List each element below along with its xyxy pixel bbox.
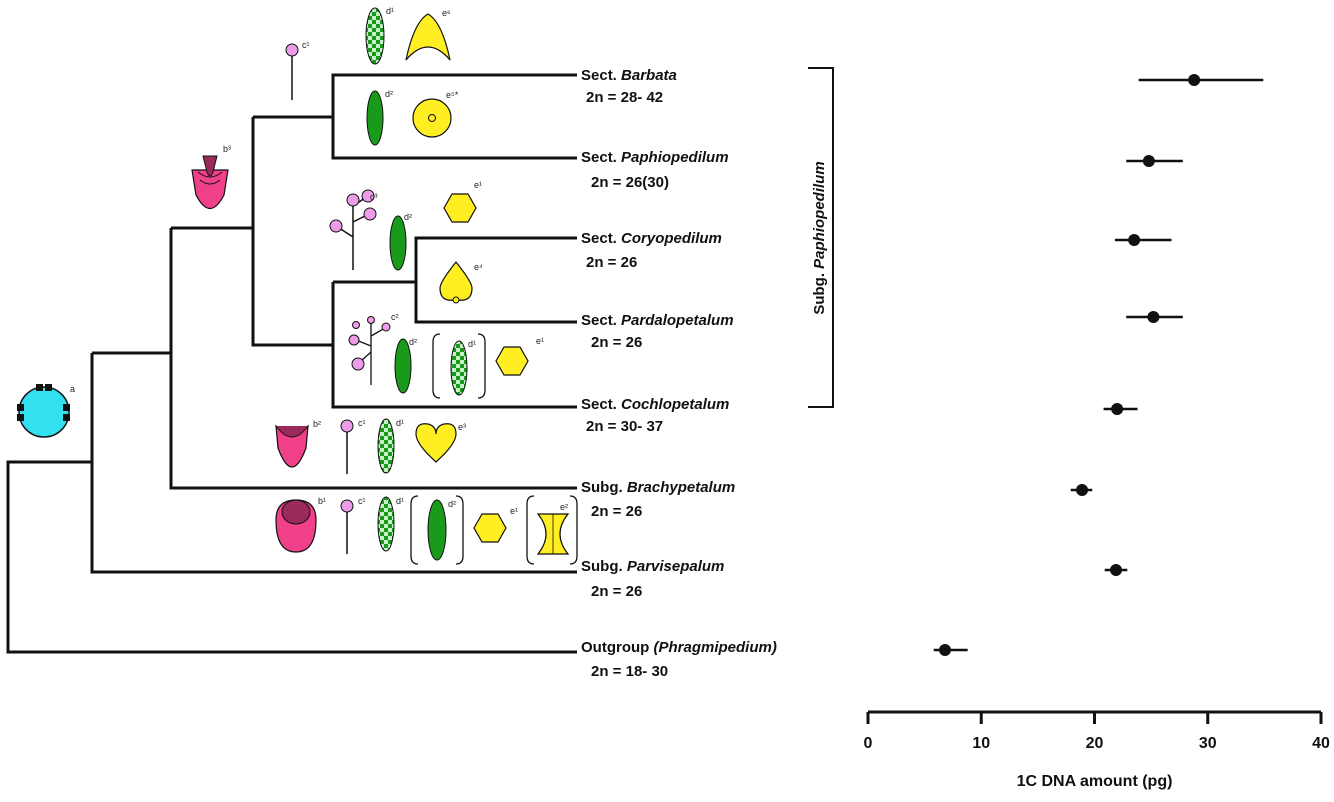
hexagon-e1-icon: e¹ [473, 506, 518, 543]
character-label: b² [313, 419, 321, 429]
chromosome-count: 2n = 28- 42 [586, 89, 663, 106]
character-label: b¹ [318, 496, 326, 506]
branch-parvisepalum [90, 353, 577, 574]
character-label: e² [560, 502, 568, 512]
character-label: a [70, 384, 75, 394]
chromosome-count: 2n = 30- 37 [586, 418, 663, 435]
character-label: c¹ [302, 40, 310, 50]
character-label: e¹ [536, 336, 544, 346]
character-label: c¹ [358, 418, 366, 428]
pouch-b2-icon: b² [275, 419, 321, 468]
leaf-checkered-d1-icon: d¹ [365, 6, 394, 65]
character-label: b³ [223, 144, 231, 154]
taxon-label: Subg. Parvisepalum [581, 558, 724, 575]
taxon-label: Sect. Coryopedilum [581, 230, 722, 247]
taxon-label: Sect. Pardalopetalum [581, 312, 734, 329]
hair-c3-icon: c³ [329, 189, 378, 270]
x-tick-label: 10 [972, 735, 990, 752]
phylogenetic-tree [6, 73, 577, 654]
character-label: e⁵* [446, 90, 459, 100]
chromosome-count: 2n = 26 [586, 254, 637, 271]
leaf-d2-icon: d² [389, 212, 412, 271]
data-point [1076, 484, 1089, 496]
spade-e4-icon: e⁴ [439, 261, 483, 304]
character-label: c¹ [358, 496, 366, 506]
branch-node-6 [331, 282, 577, 409]
taxon-label: Subg. Brachypetalum [581, 479, 735, 496]
taxon-label: Outgroup (Phragmipedium) [581, 639, 777, 656]
circle-e5-icon: e⁵* [412, 90, 459, 138]
branch-brachypetalum [169, 228, 577, 490]
data-point [1111, 403, 1124, 415]
chromosome-count: 2n = 18- 30 [591, 663, 668, 680]
data-points [933, 74, 1264, 656]
character-label: c³ [370, 192, 378, 202]
subgenus-bracket: Subg. Paphiopedilum [808, 67, 834, 408]
pouch-b3-icon: b³ [191, 144, 231, 210]
taxon-label: Sect. Paphiopedilum [581, 149, 729, 166]
data-point [1188, 74, 1201, 86]
hair-c1-icon: c¹ [340, 418, 366, 474]
character-label: d² [404, 212, 412, 222]
data-point [1142, 155, 1155, 167]
bracket-line [808, 67, 834, 408]
x-tick-label: 30 [1199, 735, 1217, 752]
leaf-checkered-d1-icon: d¹ [377, 418, 404, 474]
pouch-b1-icon: b¹ [275, 496, 326, 553]
data-point [1110, 564, 1123, 576]
character-label: e¹ [474, 180, 482, 190]
chromosome-count: 2n = 26 [591, 583, 642, 600]
hair-c1-icon: c¹ [285, 40, 310, 100]
x-tick-label: 0 [864, 735, 873, 752]
character-label: e⁶ [442, 8, 451, 18]
heart-e3-icon: e³ [415, 422, 466, 463]
character-label: d² [409, 337, 417, 347]
hair-c2-icon: c² [348, 312, 399, 385]
character-label: d¹ [386, 6, 394, 16]
x-axis-title: 1C DNA amount (pg) [1017, 773, 1173, 790]
hexagon-e1-icon: e¹ [443, 180, 482, 223]
leaf-checkered-d1-icon: d¹ [377, 496, 404, 552]
character-label: d¹ [396, 418, 404, 428]
taxon-label: Sect. Barbata [581, 67, 677, 84]
x-tick-label: 20 [1086, 735, 1104, 752]
x-axis-ticks: 0 10 20 30 40 [864, 712, 1330, 752]
branch-barbata [331, 73, 577, 160]
branch-node-4 [251, 117, 333, 347]
chromosome-count: 2n = 26 [591, 334, 642, 351]
x-tick-label: 40 [1312, 735, 1330, 752]
data-point [1128, 234, 1141, 246]
character-symbols: a b³ c¹ d¹ e⁶ d² [17, 6, 578, 565]
leaf-d2-icon: d² [394, 337, 417, 394]
character-label: d² [385, 89, 393, 99]
character-label: d² [448, 499, 456, 509]
chromosome-count: 2n = 26 [591, 503, 642, 520]
character-label: d¹ [396, 496, 404, 506]
leaf-d2-icon: d² [366, 89, 393, 146]
bracket-label: Subg. Paphiopedilum [811, 161, 828, 314]
character-label: e¹ [510, 506, 518, 516]
character-label: e³ [458, 422, 466, 432]
character-label: e⁴ [474, 262, 483, 272]
data-point [1147, 311, 1160, 323]
hourglass-e2-bracketed-icon: e² [526, 495, 578, 565]
leaf-d2-bracketed-icon: d² [410, 495, 464, 565]
character-label: c² [391, 312, 399, 322]
branch-root [6, 460, 577, 654]
branch-coryopedilum [414, 236, 577, 324]
data-point [939, 644, 952, 656]
hair-c1-icon: c¹ [340, 496, 366, 554]
chromosome-count: 2n = 26(30) [591, 174, 669, 191]
crescent-e6-icon: e⁶ [405, 8, 451, 61]
leaf-checkered-d1-bracketed-icon: d¹ [432, 333, 486, 399]
circle-a-icon: a [17, 384, 75, 438]
taxon-labels: Sect. Barbata 2n = 28- 42 Sect. Paphiope… [581, 67, 777, 680]
hexagon-e1-icon: e¹ [495, 336, 544, 376]
dna-amount-plot: 0 10 20 30 40 1C DNA amount (pg) [864, 74, 1330, 790]
taxon-label: Sect. Cochlopetalum [581, 396, 729, 413]
character-label: d¹ [468, 339, 476, 349]
